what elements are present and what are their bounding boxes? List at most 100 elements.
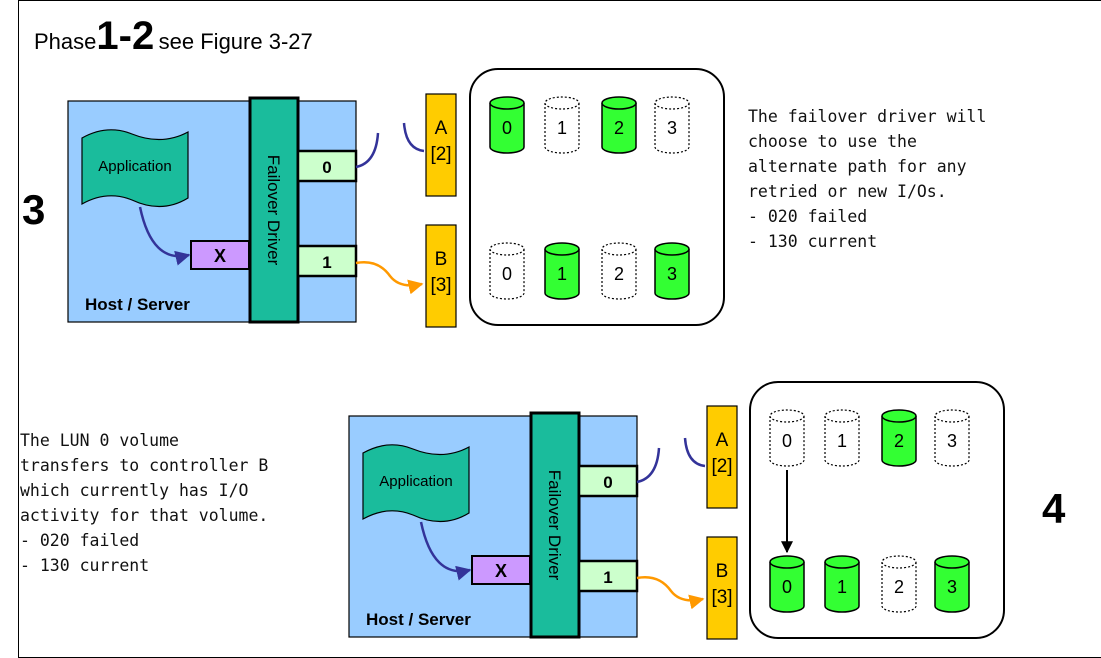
volume-a-0-top [769, 409, 805, 423]
volume-a-0-body [769, 416, 805, 467]
title-phase: 1-2 [96, 14, 155, 58]
volume-b-0-top [489, 242, 525, 256]
volume-b-0-label: 0 [502, 264, 512, 284]
volume-b-2: 2 [601, 242, 637, 300]
volume-a-1-label: 1 [837, 431, 847, 451]
volume-b-3-body [934, 562, 970, 613]
volume-a-1-body [824, 416, 860, 467]
volume-b-1-top [824, 555, 860, 569]
volume-a-1-top [824, 409, 860, 423]
controller-a-lun: [2] [711, 456, 732, 477]
failover-driver-label: Failover Driver [545, 470, 564, 581]
volume-b-3-body [654, 249, 690, 300]
controller-b-name: B [435, 249, 448, 270]
volume-a-0: 0 [489, 96, 525, 154]
application-shape [81, 129, 189, 208]
volume-b-2-top [601, 242, 637, 256]
controller-b-box [706, 536, 738, 640]
volume-b-0-label: 0 [782, 577, 792, 597]
volume-a-2-top [881, 409, 917, 423]
failover-driver-bar [248, 96, 300, 324]
port-0-box [296, 149, 358, 183]
error-port-label: X [495, 561, 507, 581]
volume-a-3-label: 3 [947, 431, 957, 451]
panel-3-note: The failover driver will choose to use t… [748, 107, 987, 251]
volume-b-3-top [934, 555, 970, 569]
application-io-arrow [419, 521, 472, 581]
failover-driver-label: Failover Driver [264, 155, 283, 266]
volume-b-1-label: 1 [557, 264, 567, 284]
port-0-box [577, 464, 639, 498]
volume-a-3: 3 [934, 409, 970, 467]
controller-b-box [425, 224, 457, 328]
volume-a-3-body [654, 103, 690, 154]
volume-b-3-label: 3 [947, 577, 957, 597]
volume-a-3-top [934, 409, 970, 423]
volume-a-1-top [544, 96, 580, 110]
volume-b-1-label: 1 [837, 577, 847, 597]
title-prefix: Phase [34, 29, 97, 54]
application-io-arrow [138, 206, 191, 266]
host-server-label: Host / Server [85, 295, 190, 314]
volume-a-0: 0 [769, 409, 805, 467]
error-port-label: X [214, 246, 226, 266]
volume-a-2: 2 [881, 409, 917, 467]
controller-a-name: A [716, 430, 729, 451]
volume-a-3-body [934, 416, 970, 467]
volume-b-2-label: 2 [894, 577, 904, 597]
controller-b-name: B [716, 561, 729, 582]
volume-a-2-top [601, 96, 637, 110]
volume-a-1-body [544, 103, 580, 154]
controller-b-lun: [3] [430, 275, 451, 296]
volume-a-2-label: 2 [894, 431, 904, 451]
port-1-box [577, 559, 639, 593]
controller-a-lun: [2] [430, 144, 451, 165]
failover-driver-bar [529, 411, 581, 639]
volume-a-0-body [489, 103, 525, 154]
title-reference: see Figure 3-27 [158, 29, 313, 54]
volume-a-2-body [881, 416, 917, 467]
port-1-label: 1 [322, 253, 331, 272]
panel-4-note: The LUN 0 volume transfers to controller… [20, 431, 269, 575]
application-label: Application [379, 473, 452, 490]
frame-border-left [18, 0, 19, 658]
port-1-label: 1 [603, 568, 612, 587]
volume-b-1-body [544, 249, 580, 300]
volume-a-2-label: 2 [614, 118, 624, 138]
volume-a-0-label: 0 [782, 431, 792, 451]
volume-b-2-body [881, 562, 917, 613]
volume-b-1-body [824, 562, 860, 613]
volume-a-2: 2 [601, 96, 637, 154]
port-0-label: 0 [322, 158, 331, 177]
controller-a-box [706, 405, 738, 509]
volume-a-1: 1 [824, 409, 860, 467]
controller-a-box [425, 93, 457, 197]
port-0-label: 0 [603, 473, 612, 492]
volume-b-0-top [769, 555, 805, 569]
port-1-box [296, 244, 358, 278]
failed-path-controller-side [683, 437, 706, 468]
step-number-3: 3 [22, 186, 46, 233]
volume-a-1: 1 [544, 96, 580, 154]
volume-b-2-top [881, 555, 917, 569]
volume-a-2-body [601, 103, 637, 154]
volume-b-3: 3 [654, 242, 690, 300]
figure-title: Phase1-2 see Figure 3-27 [34, 14, 313, 59]
error-port-box [190, 240, 250, 270]
volume-a-1-label: 1 [557, 118, 567, 138]
current-path-arrow [355, 261, 424, 295]
volume-b-0-body [769, 562, 805, 613]
failed-path-controller-side [402, 122, 425, 153]
volume-a-3-label: 3 [667, 118, 677, 138]
step-number-4: 4 [1042, 485, 1066, 532]
current-path-arrow [636, 576, 705, 610]
frame-border-top [18, 0, 1101, 1]
controller-b-lun: [3] [711, 587, 732, 608]
failed-path-host-side [636, 447, 661, 484]
volume-b-2-label: 2 [614, 264, 624, 284]
volume-b-0-body [489, 249, 525, 300]
volume-b-3-top [654, 242, 690, 256]
volume-b-0: 0 [769, 555, 805, 613]
